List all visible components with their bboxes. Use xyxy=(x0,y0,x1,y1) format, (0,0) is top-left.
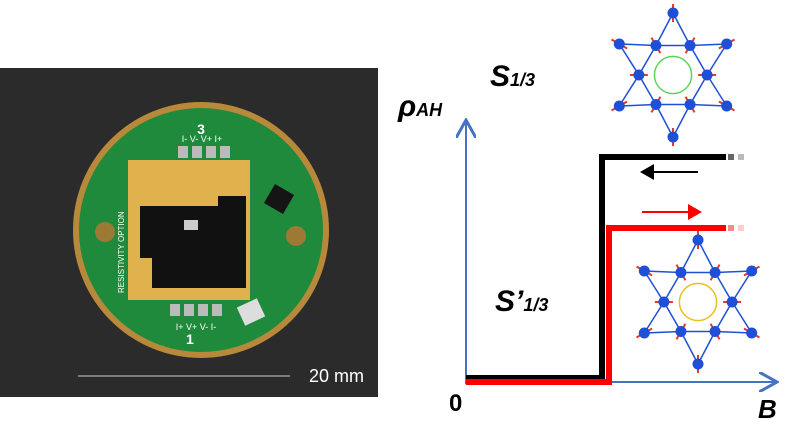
chirality-loop xyxy=(653,55,693,95)
bond xyxy=(706,74,728,107)
resistivity-label: RESISTIVITY OPTION xyxy=(117,211,126,293)
bond xyxy=(690,103,727,107)
chirality-loop xyxy=(678,282,718,322)
bond xyxy=(619,43,656,47)
atom xyxy=(667,7,679,19)
white-chip xyxy=(236,298,266,326)
atom xyxy=(658,296,670,308)
bond xyxy=(714,301,733,332)
bond xyxy=(643,270,665,303)
bond xyxy=(644,330,681,334)
bond xyxy=(672,104,691,138)
state-bottom-label: S’1/3 xyxy=(495,285,549,318)
screw-left xyxy=(95,222,115,242)
pins-bottom-label: I+ V+ V- I- xyxy=(176,322,217,332)
screw-right xyxy=(286,226,306,246)
sample-crystal xyxy=(184,220,198,230)
small-sample xyxy=(263,183,295,215)
origin-label: 0 xyxy=(449,390,463,417)
bond xyxy=(672,12,691,46)
atom xyxy=(675,326,687,338)
atom xyxy=(721,100,733,112)
bond xyxy=(697,331,716,365)
diagram-svg xyxy=(380,4,800,442)
bond xyxy=(731,270,753,303)
atom xyxy=(613,38,625,50)
bond xyxy=(663,301,682,332)
bond xyxy=(655,104,674,138)
scale-bar-label: 20 mm xyxy=(308,366,364,386)
bond xyxy=(680,239,699,273)
atom xyxy=(709,266,721,278)
atom xyxy=(721,38,733,50)
channel-bottom-label: 1 xyxy=(186,331,194,347)
kagome-spin-structure-bottom xyxy=(636,231,760,373)
kagome-spin-structure-top xyxy=(611,4,735,146)
state-top-label: S1/3 xyxy=(490,60,536,93)
atom xyxy=(633,69,645,81)
y-axis-label: ρAH xyxy=(398,90,443,123)
bond xyxy=(715,270,752,274)
x-axis-label: B xyxy=(758,394,777,424)
atom xyxy=(684,39,696,51)
bond xyxy=(644,270,681,274)
bond xyxy=(619,103,656,107)
bond xyxy=(655,12,674,46)
atom xyxy=(709,326,721,338)
bond xyxy=(715,330,752,334)
bond xyxy=(689,74,708,105)
atom xyxy=(684,99,696,111)
up-sweep-dash xyxy=(728,225,734,231)
channel-top-label: 3 xyxy=(197,121,205,137)
bond xyxy=(697,239,716,273)
bond xyxy=(706,43,728,76)
atom xyxy=(746,265,758,277)
bond xyxy=(680,331,699,365)
atom xyxy=(650,99,662,111)
bond xyxy=(638,74,657,105)
solder-pads-bottom xyxy=(170,304,222,316)
atom xyxy=(675,266,687,278)
bond xyxy=(643,301,665,334)
down-sweep-dash xyxy=(728,154,734,160)
atom xyxy=(746,327,758,339)
black-tape xyxy=(140,196,246,288)
atom xyxy=(613,100,625,112)
atom xyxy=(692,358,704,370)
solder-pads-top xyxy=(178,146,230,158)
atom xyxy=(638,265,650,277)
bond xyxy=(638,45,657,76)
atom xyxy=(692,234,704,246)
bond xyxy=(663,272,682,303)
bond xyxy=(618,43,640,76)
atom xyxy=(667,131,679,143)
atom xyxy=(701,69,713,81)
up-sweep-curve xyxy=(466,225,726,385)
atom xyxy=(726,296,738,308)
bond xyxy=(714,272,733,303)
pins-top-label: I- V- V+ I+ xyxy=(182,134,223,144)
bond xyxy=(689,45,708,76)
up-sweep-dash xyxy=(738,225,744,231)
sample-puck-photo: 3 1 I- V- V+ I+ I+ V+ V- I- RESISTIVITY … xyxy=(0,68,378,397)
bond xyxy=(618,74,640,107)
down-sweep-curve xyxy=(466,154,726,381)
hysteresis-diagram: ρAH S1/3 S’1/3 0 B xyxy=(380,0,800,442)
atom xyxy=(638,327,650,339)
down-sweep-dash xyxy=(738,154,744,160)
bond xyxy=(690,43,727,47)
bond xyxy=(731,301,753,334)
atom xyxy=(650,39,662,51)
puck-illustration: 3 1 I- V- V+ I+ I+ V+ V- I- RESISTIVITY … xyxy=(73,102,329,377)
